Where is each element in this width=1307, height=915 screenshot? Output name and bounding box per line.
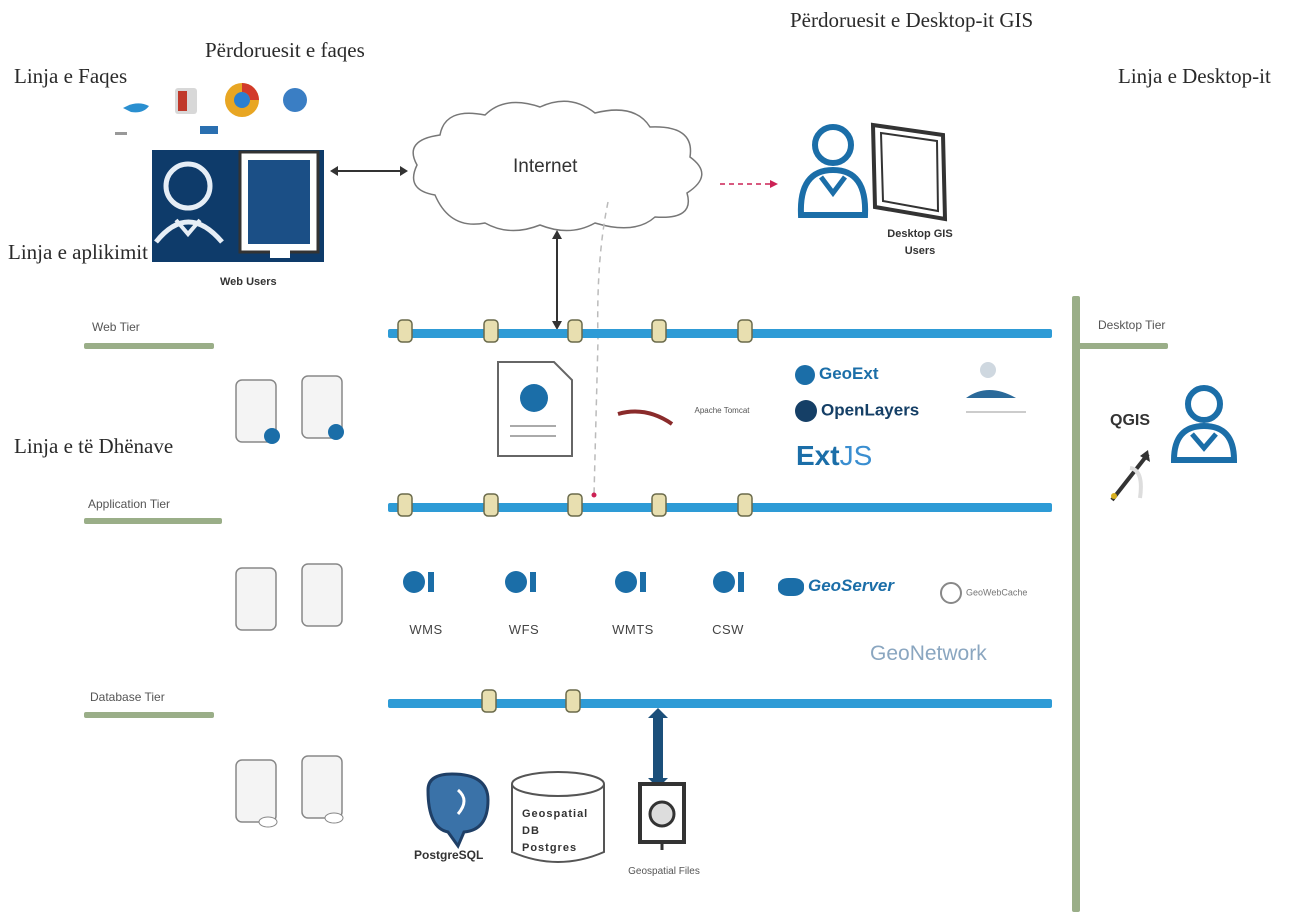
data-line-label: Linja e të Dhënave (14, 434, 174, 458)
postgresql-label: PostgreSQL (414, 848, 484, 862)
geoserver-logo: GeoServer (778, 576, 894, 596)
desktop-tier-bar (1078, 343, 1168, 349)
map-viewer-icon (966, 362, 1026, 413)
internet-webtier-arrow (552, 230, 562, 330)
web-internet-arrow (330, 166, 408, 176)
web-tier-label: Web Tier (92, 320, 140, 334)
openlayers-label: OpenLayers (821, 400, 920, 420)
application-tier-label: Application Tier (88, 497, 171, 511)
firefox-icon (283, 88, 307, 112)
apache-tomcat-label: Apache Tomcat (694, 406, 750, 415)
service-wmts (612, 568, 652, 603)
geowebcache-label: GeoWebCache (966, 587, 1028, 598)
connector (397, 493, 413, 517)
service-csw (710, 568, 750, 603)
db-tier-servers (235, 755, 344, 828)
database-tier-bar (84, 712, 214, 718)
connector (483, 493, 499, 517)
extjs-logo: ExtJS (796, 440, 872, 472)
web-tier-servers (235, 375, 344, 444)
service-wms (400, 568, 440, 603)
application-line-label: Linja e aplikimit (8, 240, 148, 264)
service-label-wmts: WMTS (612, 622, 654, 637)
extjs-label-a: Ext (796, 440, 840, 471)
connector (737, 319, 753, 343)
app-tier-servers (235, 563, 343, 631)
browser-icons-svg (115, 83, 307, 135)
browser-icons (115, 82, 307, 142)
connector (651, 493, 667, 517)
geospatial-db-line1: Geospatial (522, 808, 589, 820)
service-label-wms: WMS (409, 622, 443, 637)
connector (481, 689, 497, 713)
desktop-tier-vertical-bar (1072, 296, 1080, 912)
desktop-tool-icon (1110, 450, 1150, 502)
geospatial-db-cylinder (511, 771, 605, 863)
geoext-logo: GeoExt (795, 364, 879, 385)
geonetwork-logo: GeoNetwork (870, 642, 987, 665)
geowebcache-logo: GeoWebCache (940, 582, 1027, 604)
application-tier-bar (84, 518, 222, 524)
connector (567, 319, 583, 343)
qgis-label: QGIS (1110, 412, 1151, 429)
web-page-users-title: Përdoruesit e faqes (205, 38, 365, 62)
geospatial-db-line2: DB (522, 825, 540, 837)
desktop-line-label: Linja e Desktop-it (1118, 64, 1271, 88)
service-wfs (502, 568, 542, 603)
geoserver-label: GeoServer (808, 576, 894, 595)
desktop-gis-users-label: Desktop GIS Users (887, 228, 953, 257)
flash-icon (178, 91, 187, 111)
internet-label: Internet (513, 156, 578, 177)
bus-connectors (397, 319, 753, 713)
internet-desktop-arrow (720, 180, 778, 188)
ie-icon (123, 103, 149, 113)
extjs-label-b: JS (839, 440, 873, 471)
web-user-icon (154, 150, 320, 258)
db-files-arrow (648, 708, 668, 788)
desktop-gis-users-title: Përdoruesit e Desktop-it GIS (790, 8, 1034, 32)
web-users-panel (152, 150, 324, 262)
geospatial-files-label: Geospatial Files (628, 866, 700, 877)
web-tier-bar (84, 343, 214, 349)
web-tier-bus (388, 329, 1052, 338)
geospatial-db-line3: Postgres (522, 842, 578, 854)
connector (483, 319, 499, 343)
connector (651, 319, 667, 343)
web-document-icon (497, 361, 573, 457)
qgis-user-icon (1170, 385, 1238, 463)
connector (567, 493, 583, 517)
service-label-wfs: WFS (508, 622, 540, 637)
web-users-label: Web Users (220, 276, 277, 288)
geoext-label: GeoExt (819, 364, 879, 383)
postgresql-elephant-icon (426, 772, 490, 850)
internet-cloud (412, 100, 703, 232)
database-tier-bus (388, 699, 1052, 708)
connector (565, 689, 581, 713)
openlayers-logo: OpenLayers (795, 400, 919, 422)
connector (737, 493, 753, 517)
apache-tomcat-logo: Apache Tomcat (616, 400, 756, 440)
page-line-label: Linja e Faqes (14, 64, 128, 88)
application-tier-bus (388, 503, 1052, 512)
geospatial-files-icon (638, 782, 686, 850)
desktop-gis-user-icon (797, 122, 948, 222)
database-tier-label: Database Tier (90, 690, 165, 704)
geospatial-db-label: Geospatial DB Postgres (522, 806, 588, 857)
desktop-tier-label: Desktop Tier (1098, 318, 1166, 332)
connector (397, 319, 413, 343)
service-label-csw: CSW (712, 622, 744, 637)
